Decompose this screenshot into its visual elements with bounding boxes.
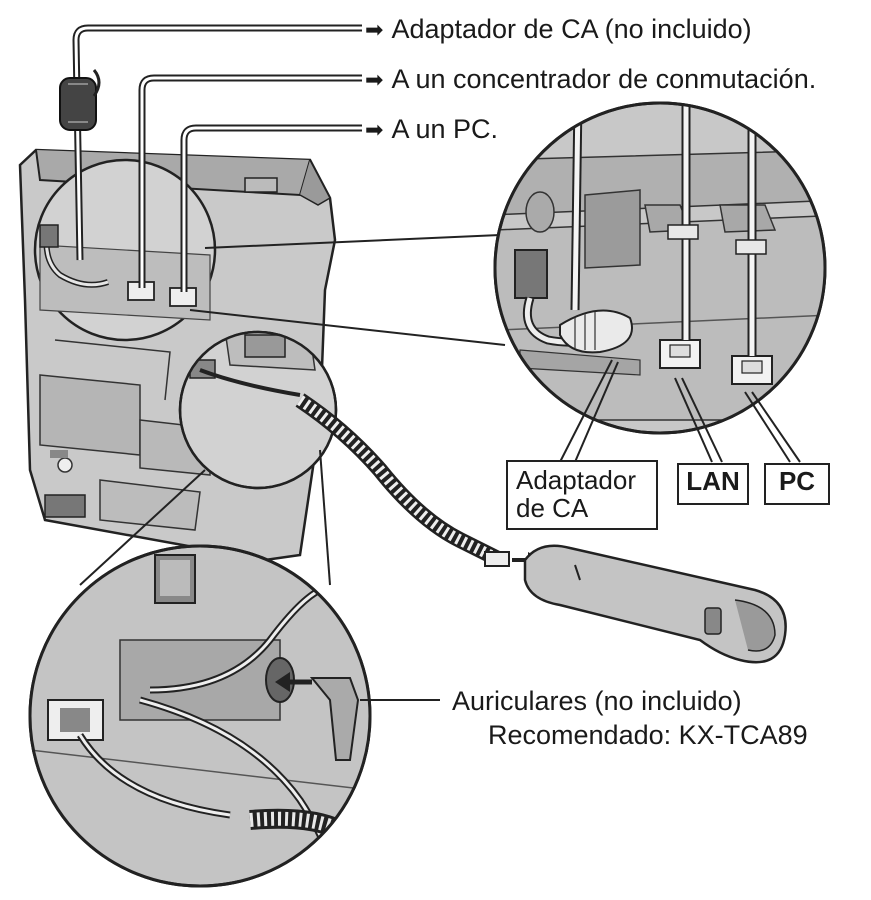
- port-leader-lines: [559, 359, 801, 463]
- callout-switching-hub: ➡ A un concentrador de conmutación.: [365, 64, 816, 95]
- headset-zoom-large: [28, 544, 372, 888]
- headset-zoom-lines: [79, 449, 331, 586]
- callout-pc: ➡ A un PC.: [365, 114, 498, 145]
- arrow-right-icon: ➡: [365, 117, 384, 142]
- port-zoom-large: [493, 101, 827, 435]
- ac-adapter-label-line2: de CA: [516, 493, 589, 523]
- arrow-right-icon: ➡: [365, 67, 384, 92]
- handset: [523, 544, 787, 664]
- ac-adapter-port-label: Adaptador de CA: [506, 460, 658, 530]
- headset-zoom-small: [178, 330, 338, 490]
- pc-port-label: PC: [764, 463, 830, 505]
- callout-ac-adapter-text: Adaptador de CA (no incluido): [391, 14, 752, 44]
- arrow-right-icon: ➡: [365, 17, 384, 42]
- lan-port-label: LAN: [677, 463, 749, 505]
- callout-pc-text: A un PC.: [391, 114, 499, 144]
- top-cables: [59, 24, 362, 292]
- callout-switching-hub-text: A un concentrador de conmutación.: [391, 64, 817, 94]
- headset-label-line2: Recomendado: KX-TCA89: [488, 720, 808, 750]
- zoom-lines: [189, 234, 506, 346]
- ac-adapter-label-line1: Adaptador: [516, 465, 636, 495]
- callout-ac-adapter: ➡ Adaptador de CA (no incluido): [365, 14, 752, 45]
- port-zoom-small: [33, 158, 217, 342]
- headset-label-line1: Auriculares (no incluido): [452, 686, 742, 716]
